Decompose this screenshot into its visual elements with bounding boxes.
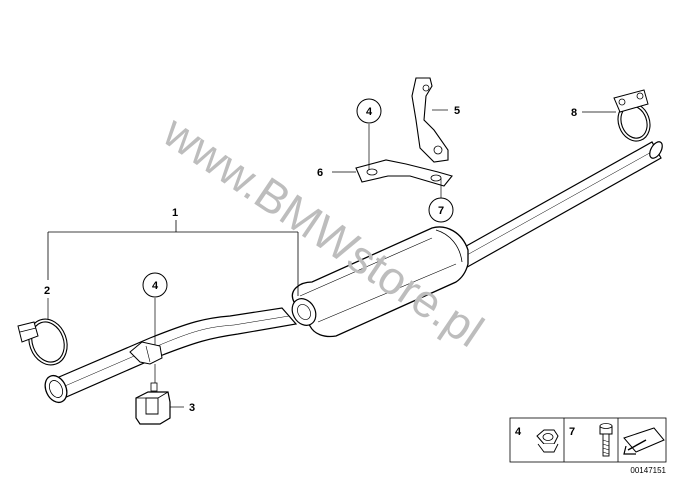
bolt-icon <box>599 423 613 457</box>
direction-arrow-icon <box>623 427 665 455</box>
part-label-3: 3 <box>189 402 195 414</box>
part-label-2: 2 <box>44 285 50 297</box>
callout-circle-4-lower: 4 <box>142 272 168 298</box>
catalog-number: 00147151 <box>630 466 666 475</box>
part-label-4-upper: 4 <box>366 106 373 118</box>
part-label-4-lower: 4 <box>152 280 159 292</box>
part-label-8: 8 <box>571 107 577 119</box>
support-bracket <box>332 159 453 187</box>
front-pipe <box>44 307 298 404</box>
rubber-mount <box>135 382 184 425</box>
mounting-bracket <box>411 77 449 163</box>
part-label-7: 7 <box>438 205 444 217</box>
callout-circle-4-upper: 4 <box>356 98 382 124</box>
pipe-clamp-rear <box>582 89 651 142</box>
legend-label-4: 4 <box>515 426 522 438</box>
part-label-5: 5 <box>454 105 460 117</box>
part-label-6: 6 <box>317 167 323 179</box>
rear-pipe <box>451 141 663 271</box>
part-1-bracket-lines <box>47 220 299 296</box>
center-muffler <box>291 226 469 338</box>
hardware-legend: 4 7 <box>509 417 667 463</box>
pipe-clamp-front <box>17 298 68 366</box>
callout-circle-7: 7 <box>428 197 454 223</box>
nut-icon <box>536 429 559 453</box>
legend-label-7: 7 <box>569 426 575 438</box>
pipe-hanger-bracket <box>129 298 163 384</box>
part-label-1: 1 <box>172 207 178 219</box>
